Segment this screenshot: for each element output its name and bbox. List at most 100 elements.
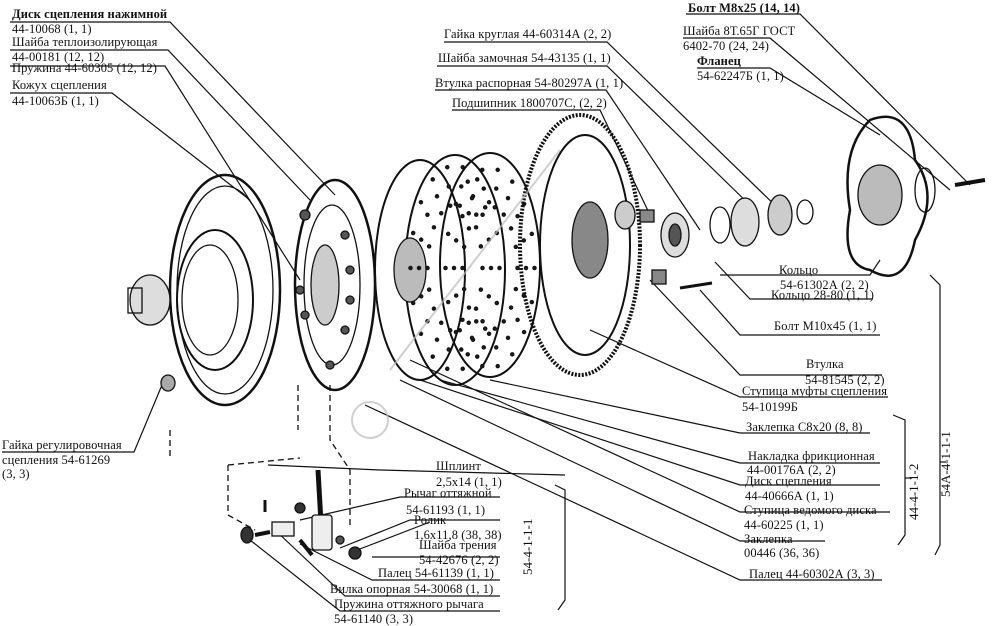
rivet-hole [495, 167, 500, 173]
clutch-housing-drawing [168, 173, 282, 407]
rivet-hole [418, 294, 424, 299]
rivet-hole [515, 213, 520, 219]
rivet-hole [494, 345, 499, 350]
label-clutch-hub-code: 54-10199Б [742, 400, 798, 414]
label-release-lever-code: 54-61193 (1, 1) [406, 503, 486, 517]
label-friction-washer-code: 54-42676 (2, 2) [419, 553, 499, 567]
rivet-hole [453, 329, 459, 335]
rivet-hole [466, 320, 471, 326]
rivet-hole [453, 293, 459, 298]
label-friction-washer-name: Шайба трения [419, 538, 497, 552]
bearing-parts-drawing [639, 194, 814, 290]
rivet-hole [495, 363, 500, 369]
rivet-hole [460, 317, 465, 323]
rivet-hole [486, 331, 492, 337]
rivet-hole [447, 328, 453, 333]
rivet-hole [459, 184, 464, 189]
rivet-hole [466, 305, 472, 310]
label-clutch-disc-name: Диск сцепления [745, 474, 832, 488]
rivet-hole [480, 318, 485, 324]
rivet-hole [469, 195, 475, 201]
rivet-hole [481, 345, 486, 350]
rivet-hole [521, 238, 527, 243]
rivet-hole [453, 201, 459, 207]
rivet-hole [473, 212, 479, 217]
label-rivet-name: Заклепка [744, 532, 793, 546]
friction-discs-drawing [374, 152, 541, 386]
label-clutch-hub-name: Ступица муфты сцепления [742, 384, 888, 398]
rivet-hole [513, 286, 519, 292]
label-driven-hub-name: Ступица ведомого диска [744, 503, 877, 517]
label-cotter-name: Шплинт [436, 459, 481, 473]
label-spring: Пружина 44-60305 (12, 12) [12, 61, 157, 75]
rivet-hole [410, 300, 416, 306]
rivet-hole [492, 326, 498, 331]
rivet-hole [438, 210, 444, 216]
label-pressure-disc-code: 44-10068 (1, 1) [12, 22, 92, 36]
rivet-hole [480, 265, 485, 271]
rivet-hole [418, 331, 424, 337]
rivet-hole [494, 300, 500, 306]
rivet-hole [532, 265, 537, 271]
rivet-hole [474, 354, 480, 359]
label-rivet-code: 00446 (36, 36) [744, 546, 820, 560]
label-adjust-nut-name: Гайка регулировочная [2, 438, 122, 452]
rivet-hole [416, 265, 422, 271]
rivet-hole [445, 231, 451, 237]
clutch-hub-drawing [518, 113, 642, 377]
rivet-hole [469, 335, 475, 341]
watermark-drawing [351, 149, 561, 439]
rivet-hole [457, 203, 463, 208]
label-ring-name: Кольцо [779, 263, 819, 277]
label-clutch-disc-code: 44-40666А (1, 1) [745, 489, 834, 503]
group-assembly-label: 54А-4-1-1-1 [938, 431, 953, 497]
rivet-hole [410, 230, 416, 236]
rivet-hole [505, 335, 511, 341]
label-roller-name: Ролик [414, 513, 447, 527]
release-hub-drawing [127, 274, 176, 392]
label-washer-8t-name: Шайба 8Т.65Г ГОСТ [683, 24, 796, 38]
label-lever-spring-name: Пружина оттяжного рычага [334, 597, 484, 611]
rivet-hole [460, 164, 465, 170]
rivet-hole [438, 320, 444, 326]
rivet-hole [418, 237, 424, 242]
rivet-hole [445, 366, 450, 372]
label-heat-washer-name: Шайба теплоизолирующая [12, 35, 158, 49]
rivet-hole [494, 186, 499, 191]
flange-drawing [846, 115, 986, 277]
rivet-hole [513, 244, 519, 250]
rivet-hole [481, 186, 486, 191]
label-heat-washer-code: 44-00181 (12, 12) [12, 50, 105, 64]
rivet-hole [488, 265, 494, 271]
label-release-lever-name: Рычаг оттяжной [404, 486, 492, 500]
rivet-hole [425, 265, 430, 271]
rivet-hole [445, 164, 450, 170]
rivet-hole [473, 225, 479, 230]
label-round-nut: Гайка круглая 44-60314А (2, 2) [444, 27, 612, 41]
rivet-hole [497, 265, 502, 271]
rivet-hole [509, 352, 515, 357]
rivet-hole [434, 337, 440, 342]
rivet-hole [509, 179, 515, 184]
rivet-hole [461, 286, 467, 292]
rivet-hole [474, 177, 480, 182]
rivet-hole [482, 205, 488, 210]
label-lock-washer: Шайба замочная 54-43135 (1, 1) [438, 51, 611, 65]
rivet-hole [480, 212, 485, 218]
group-disc-label: 44-4-1-1-2 [906, 463, 921, 520]
leader-lines [2, 13, 971, 612]
label-ring-code: 54-61302А (2, 2) [780, 278, 869, 292]
label-bolt-m10: Болт М10х45 (1, 1) [774, 319, 877, 333]
rivet-hole [478, 287, 484, 292]
pressure-disc-drawing [293, 178, 377, 392]
rivet-hole [460, 265, 465, 271]
rivet-hole [446, 347, 451, 352]
dashed-connectors [169, 385, 351, 531]
rivet-hole [447, 203, 453, 208]
rivet-hole [434, 194, 440, 199]
rivet-hole [515, 317, 520, 323]
label-cotter-code: 2,5х14 (1, 1) [436, 475, 502, 489]
rivet-hole [426, 287, 432, 292]
label-spacer: Втулка распорная 54-80297А (1, 1) [435, 76, 624, 90]
